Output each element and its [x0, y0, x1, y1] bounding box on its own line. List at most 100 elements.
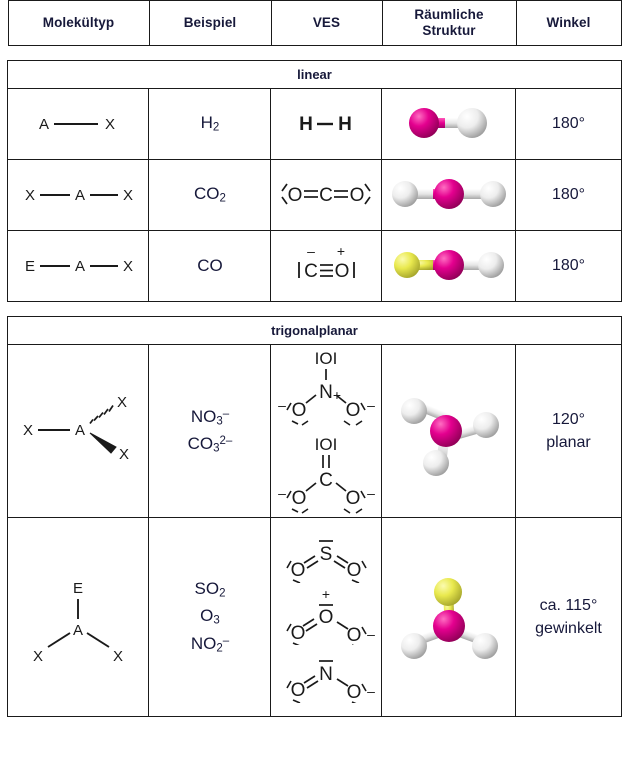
- angle-line1: 180°: [551, 186, 586, 204]
- cell-molekueltyp: E A X X: [7, 517, 150, 717]
- atom-sphere-ligand: [479, 181, 506, 207]
- lone-pair-mark: [293, 699, 301, 703]
- ves-bond-double: [306, 623, 318, 632]
- bond-stick: [408, 260, 437, 270]
- formula-sub: 3: [216, 415, 223, 428]
- lone-pair-mark: [281, 183, 289, 192]
- atom-sphere-ligand: [391, 181, 418, 207]
- formula-base: H: [200, 113, 213, 133]
- atom-sphere-ligand: [477, 252, 504, 278]
- ves-atom-O-top: IOI: [315, 349, 338, 368]
- lone-pair-mark: [344, 420, 351, 426]
- angle-line1: 120°: [551, 410, 586, 428]
- label-X: X: [113, 648, 123, 665]
- ves-diagram-h2: H H: [300, 114, 353, 135]
- ves-diagram-co: – + C O: [298, 243, 356, 282]
- formula-sub: 3: [213, 442, 220, 455]
- charge-minus: –: [279, 485, 287, 501]
- ves-bond-double: [334, 560, 346, 569]
- lone-pair-mark: [356, 508, 363, 514]
- ves-bond-double: [303, 618, 315, 627]
- ves-bond-single: [305, 482, 318, 492]
- lone-pair-mark: [286, 560, 293, 569]
- label-X: X: [123, 258, 133, 275]
- ves-atom-O-center: O: [319, 607, 334, 628]
- section-banner-label: linear: [7, 60, 622, 89]
- lone-pair-mark: [293, 579, 301, 583]
- ves-diagram-no3: IOI N + – O O: [279, 349, 376, 426]
- cell-winkel: 180°: [515, 88, 622, 160]
- ves-atom-N-center: N: [320, 382, 334, 403]
- ves-diagram-co3: IOI C – O O: [279, 435, 376, 514]
- charge-minus: –: [279, 397, 287, 413]
- lone-pair-mark: [364, 183, 372, 192]
- label-X: X: [105, 116, 115, 133]
- bond-stick: [460, 189, 487, 199]
- cell-struktur: [381, 517, 517, 717]
- label-X: X: [119, 446, 129, 463]
- formula-sub: 2: [216, 642, 223, 655]
- cell-ves: – + C O: [270, 230, 383, 302]
- bond-stick: [444, 118, 467, 128]
- bond-stick: [406, 189, 437, 199]
- section-trigonalplanar: trigonalplanar X A X: [7, 316, 622, 717]
- lone-pair-mark: [292, 420, 299, 425]
- label-X: X: [123, 187, 133, 204]
- label-X: X: [23, 422, 33, 439]
- ves-bond-single: [335, 394, 348, 404]
- angle-line1: 180°: [551, 115, 586, 133]
- cell-beispiel: CO2: [148, 159, 272, 231]
- ves-atom-O-top: IOI: [315, 435, 338, 454]
- model-trigonal-planar: [400, 398, 499, 476]
- lone-pair-mark: [356, 420, 363, 426]
- lone-pair-mark: [361, 683, 368, 692]
- model-co2-linear: [391, 179, 506, 209]
- model-bent: [400, 578, 498, 659]
- atom-sphere-center: [433, 179, 464, 209]
- ves-atom-H-left: H: [300, 114, 314, 135]
- formula-sub: 2: [219, 587, 226, 600]
- angle-line1: ca. 115°: [539, 596, 598, 614]
- label-A: A: [75, 187, 85, 204]
- formula-base: O: [200, 606, 214, 626]
- lone-pair-mark: [361, 626, 368, 635]
- molekueltyp-diagram-trigonal: X A X X: [23, 394, 129, 463]
- ves-atom-O-left: O: [291, 623, 306, 644]
- ves-atom-O-right: O: [347, 682, 362, 703]
- molekueltyp-diagram-xax: X A X: [25, 187, 133, 204]
- lone-pair-mark: [360, 402, 367, 411]
- bond-stick: [460, 260, 487, 270]
- table-row: X A X X: [7, 344, 622, 518]
- label-A: A: [75, 422, 85, 439]
- ves-bond-single: [337, 678, 349, 687]
- lone-pair-mark: [360, 490, 367, 499]
- charge-minus: –: [368, 485, 376, 501]
- ves-atom-O-left: O: [291, 560, 306, 581]
- header-row: Molekültyp Beispiel VES Räumliche Strukt…: [7, 0, 622, 46]
- cell-winkel: 180°: [515, 230, 622, 302]
- table-row: E A X X SO2 O3 NO2–: [7, 517, 622, 717]
- bond-line: [47, 632, 71, 648]
- atom-sphere-ligand: [456, 108, 487, 138]
- header-spatial-line2: Struktur: [422, 23, 476, 38]
- section-banner-linear: linear: [7, 60, 622, 89]
- formula-base: NO: [190, 406, 217, 426]
- bond-stick: [422, 118, 457, 128]
- table-row: X A X CO2 O: [7, 159, 622, 231]
- cell-winkel: ca. 115° gewinkelt: [515, 517, 622, 717]
- label-E: E: [73, 580, 83, 597]
- atom-sphere-center: [408, 108, 439, 138]
- ves-atom-O-left: O: [292, 488, 307, 509]
- cell-beispiel: CO: [148, 230, 272, 302]
- ves-atom-O-right: O: [347, 560, 362, 581]
- formula-sub: 2: [219, 192, 226, 205]
- lone-pair-mark: [286, 402, 293, 411]
- formula-base: CO: [187, 434, 214, 453]
- example-formula: SO2: [149, 576, 270, 603]
- charge-minus: –: [368, 626, 376, 642]
- ves-structure-stack: S O O +: [271, 531, 381, 703]
- ves-atom-O-left: O: [291, 680, 306, 701]
- cell-beispiel: SO2 O3 NO2–: [148, 517, 272, 717]
- header-spatial-line1: Räumliche: [414, 6, 484, 22]
